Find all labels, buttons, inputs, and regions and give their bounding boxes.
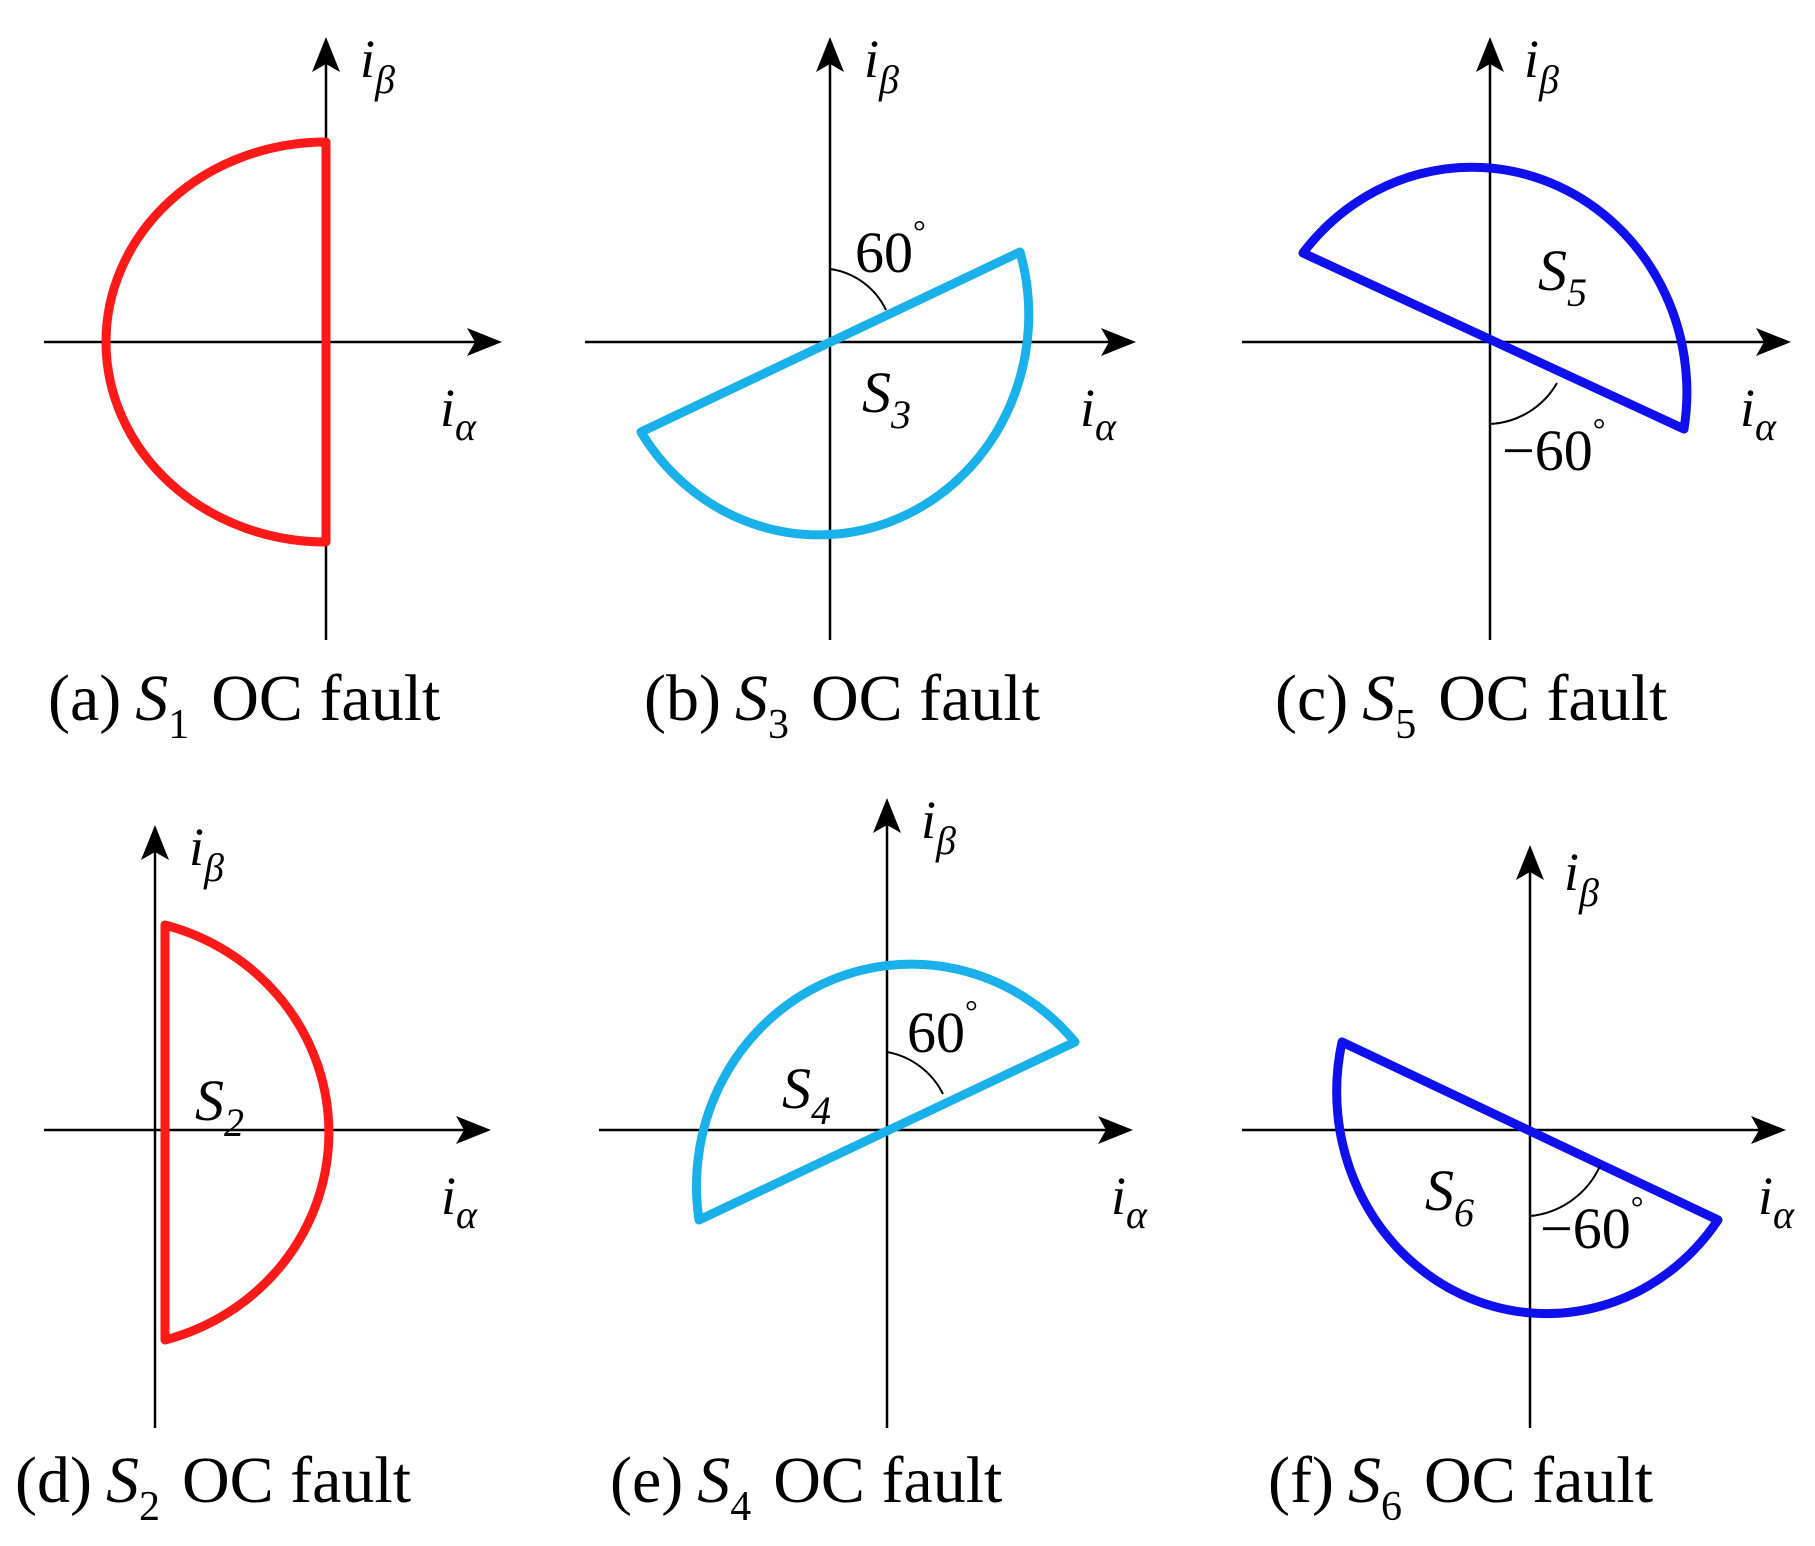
current-trajectory bbox=[692, 959, 1080, 1225]
region-label: S3 bbox=[862, 360, 911, 437]
region-label: S6 bbox=[1425, 1158, 1474, 1235]
angle-arc bbox=[829, 268, 887, 311]
angle-label: −60° bbox=[1502, 411, 1606, 483]
ialpha-label: iα bbox=[1111, 1166, 1148, 1237]
ibeta-axis-arrowhead bbox=[312, 37, 340, 72]
ialpha-label: iα bbox=[1758, 1166, 1795, 1237]
ibeta-label: iβ bbox=[1564, 842, 1599, 915]
ibeta-axis-arrowhead bbox=[141, 825, 169, 860]
ibeta-label: iβ bbox=[864, 29, 899, 102]
ialpha-axis-arrowhead bbox=[1098, 1116, 1133, 1144]
region-label: S4 bbox=[782, 1056, 831, 1133]
angle-label: −60° bbox=[1540, 1189, 1644, 1261]
current-trajectory bbox=[101, 137, 331, 547]
ibeta-label: iβ bbox=[1524, 29, 1559, 102]
ibeta-axis-arrowhead bbox=[1516, 845, 1544, 880]
ibeta-axis-arrowhead bbox=[1476, 37, 1504, 72]
region-label: S5 bbox=[1538, 238, 1587, 315]
ialpha-label: iα bbox=[1740, 378, 1777, 449]
ialpha-label: iα bbox=[1080, 378, 1117, 449]
ialpha-axis-arrowhead bbox=[467, 328, 502, 356]
region-label: S2 bbox=[195, 1068, 244, 1145]
ibeta-label: iβ bbox=[189, 817, 224, 890]
ialpha-label: iα bbox=[440, 378, 477, 449]
ialpha-axis-arrowhead bbox=[456, 1116, 491, 1144]
ibeta-axis-arrowhead bbox=[873, 798, 901, 833]
ibeta-label: iβ bbox=[360, 29, 395, 102]
angle-label: 60° bbox=[855, 213, 926, 285]
ialpha-axis-arrowhead bbox=[1756, 328, 1791, 356]
ibeta-label: iβ bbox=[921, 790, 956, 863]
current-trajectory bbox=[160, 920, 334, 1345]
ialpha-axis-arrowhead bbox=[1751, 1116, 1786, 1144]
ialpha-axis-arrowhead bbox=[1101, 328, 1136, 356]
ialpha-label: iα bbox=[441, 1166, 478, 1237]
current-trajectory bbox=[1332, 1037, 1723, 1319]
ibeta-axis-arrowhead bbox=[816, 37, 844, 72]
angle-arc bbox=[1529, 1165, 1601, 1217]
angle-arc bbox=[886, 1051, 944, 1095]
current-trajectory bbox=[1298, 162, 1692, 434]
angle-arc bbox=[1489, 382, 1558, 425]
angle-label: 60° bbox=[907, 993, 978, 1065]
current-trajectory bbox=[636, 247, 1034, 540]
